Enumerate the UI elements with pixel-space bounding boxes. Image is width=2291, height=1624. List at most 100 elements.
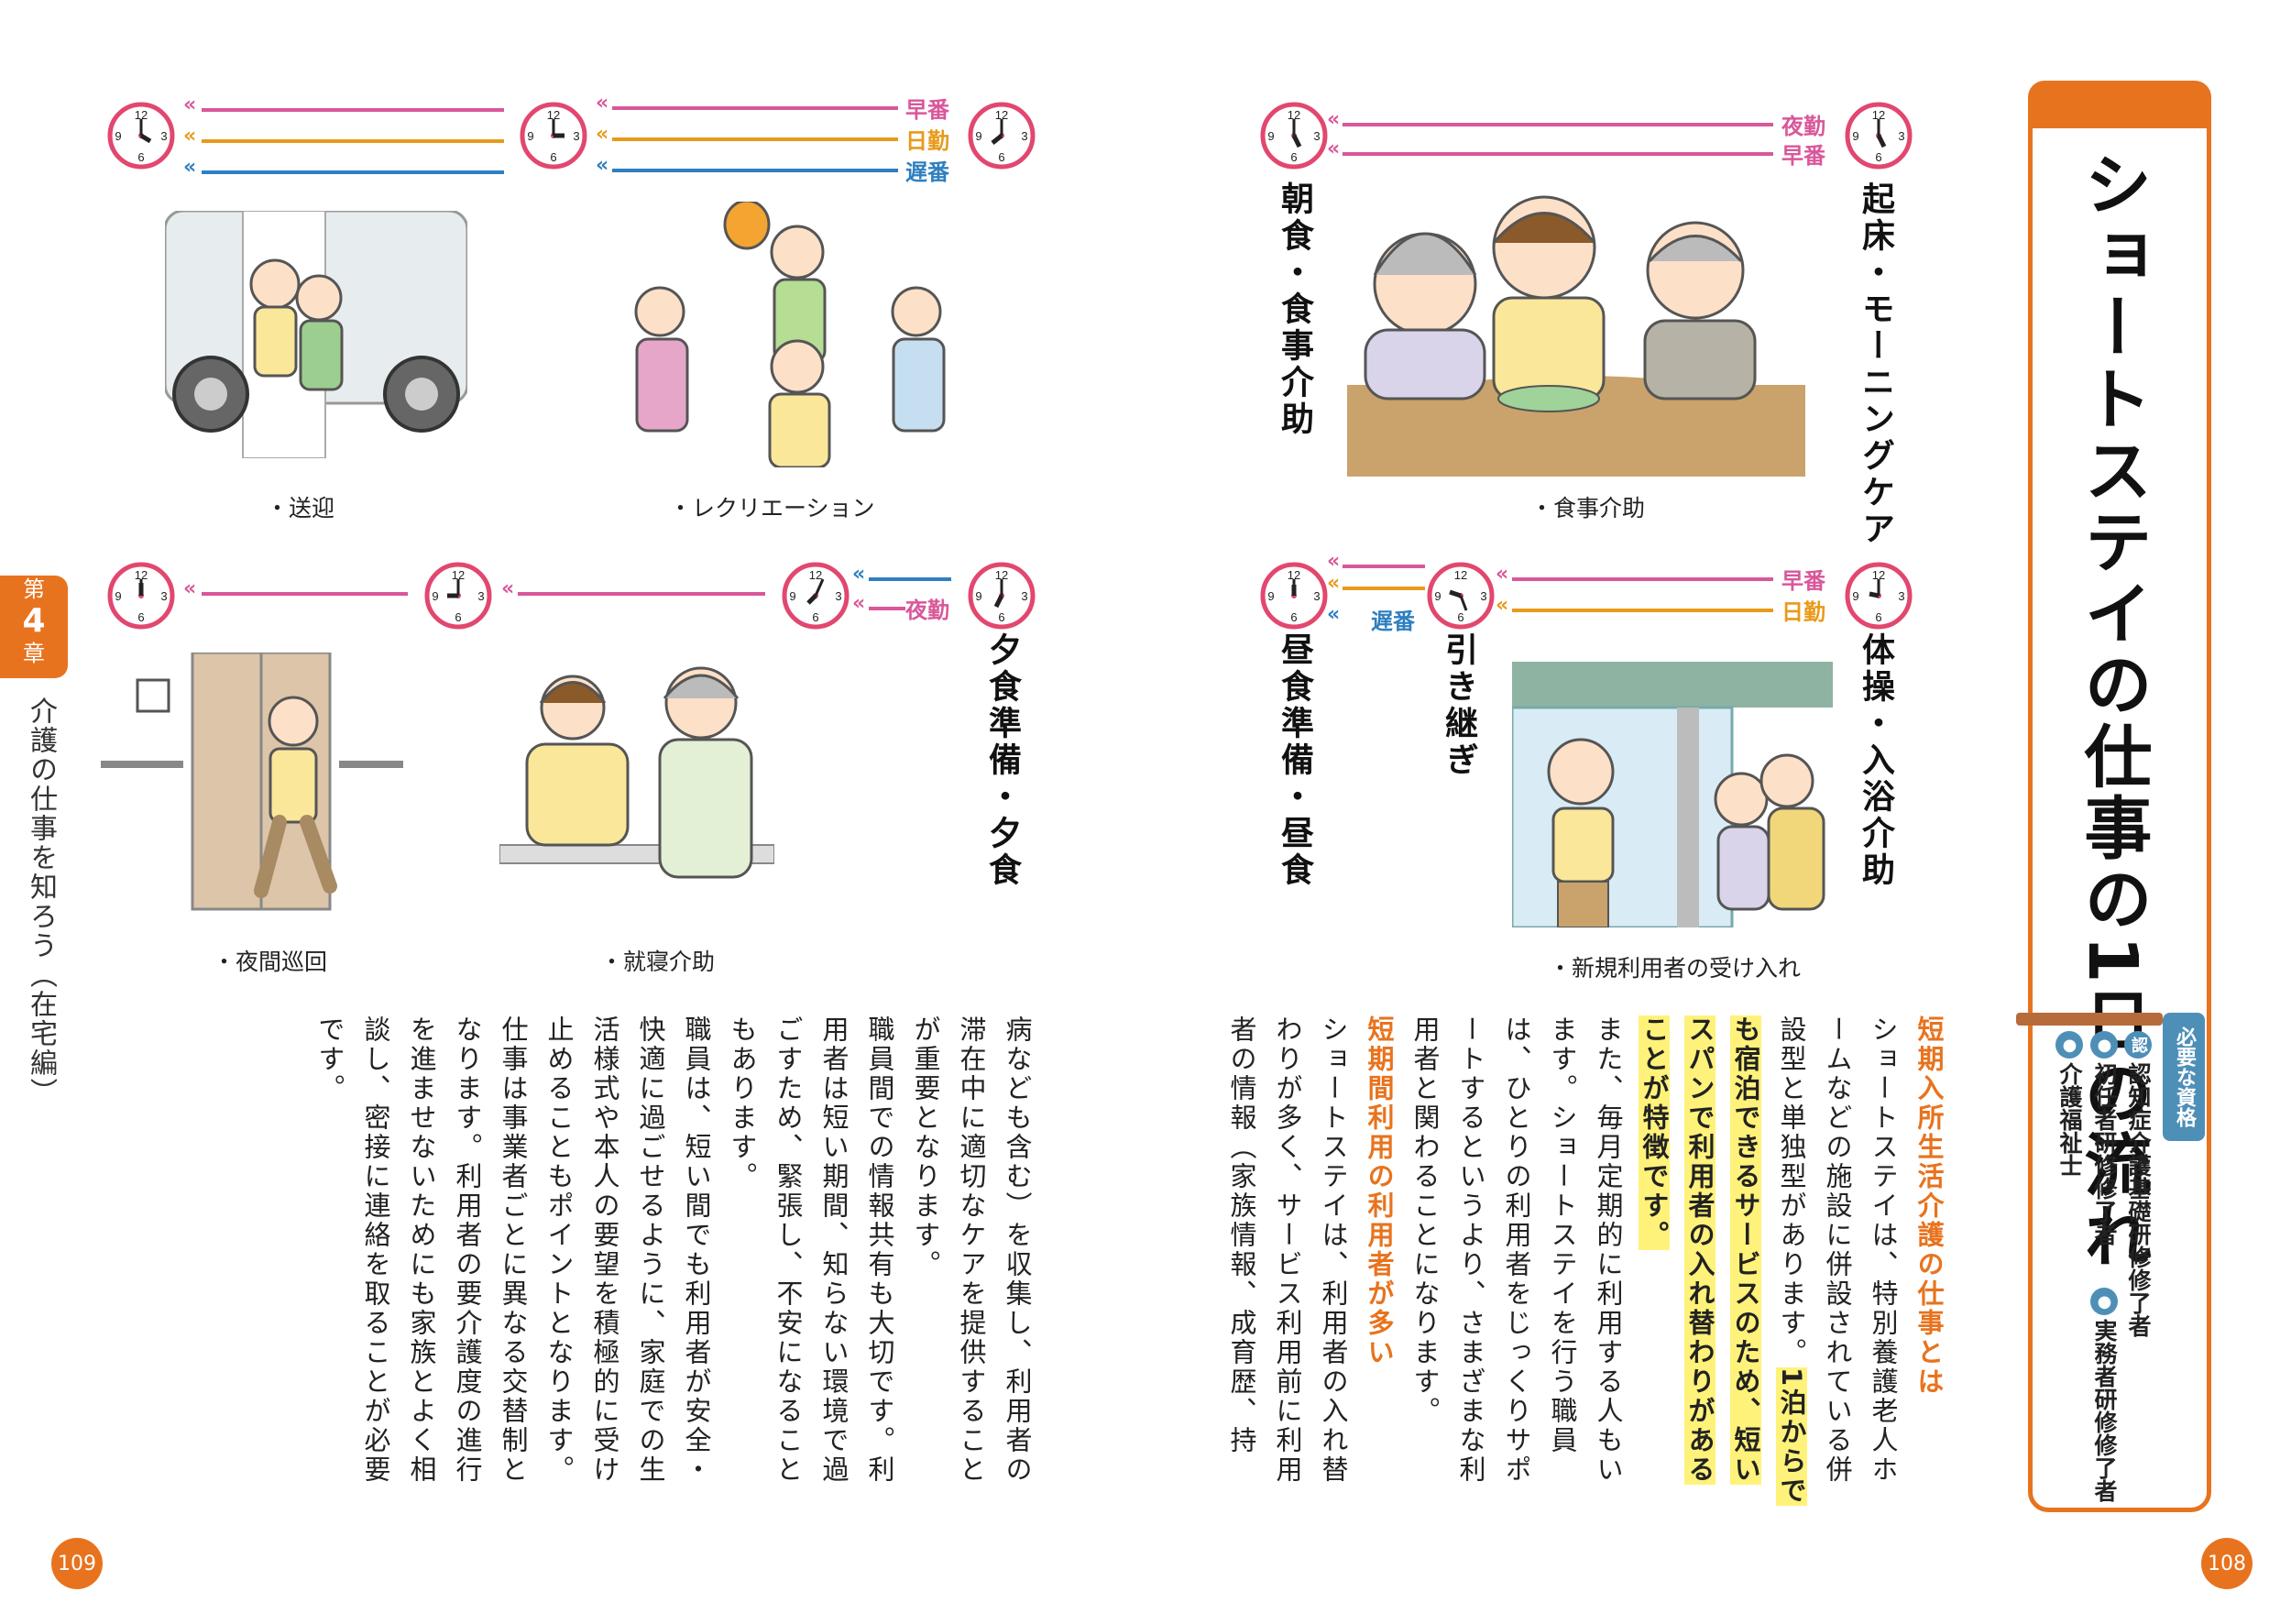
shift-line-night xyxy=(1343,123,1773,126)
caption-newuser: ・新規利用者の受け入れ xyxy=(1549,955,1802,982)
clock-icon xyxy=(1844,101,1913,170)
clock-icon xyxy=(106,101,176,170)
activity-handover: 引き継ぎ xyxy=(1440,632,1477,779)
shift-line-early xyxy=(202,108,504,112)
qualification-label-text: 必要な資格 xyxy=(2173,1026,2196,1127)
shift-label-day: 日勤 xyxy=(1781,599,1825,625)
person-icon: ● xyxy=(2090,1031,2118,1059)
chevron-left-icon: « xyxy=(1327,108,1341,131)
clock-icon xyxy=(781,561,850,631)
shift-line-night xyxy=(869,607,905,610)
chapter-suffix: 章 xyxy=(23,641,45,666)
body-paragraph: また、毎月定期的に利用する人もいます。ショートステイを行う職員は、ひとりの利用者… xyxy=(1409,1015,1624,1485)
pickup-illustration xyxy=(165,211,467,458)
body-paragraph: ショートステイは、特別養護老人ホームなどの施設に併設されている併設型と単独型があ… xyxy=(1776,1015,1899,1485)
qualification-box: 必要な資格 認認知症介護基礎研修修了者 ●初任者研修修了者 ●実務者研修修了者 … xyxy=(2016,1013,2213,1508)
chapter-prefix: 第 xyxy=(23,576,45,602)
qualification-text: 介護福祉士 xyxy=(2056,1062,2083,1177)
person-icon: ● xyxy=(2055,1031,2083,1059)
title-tab xyxy=(2028,81,2211,128)
page-title: ショートステイの仕事の1日の流れ xyxy=(2072,149,2152,1273)
chevron-left-icon: « xyxy=(852,563,866,586)
cert-badge: 認 xyxy=(2124,1031,2152,1059)
shift-line-early xyxy=(1512,577,1773,581)
caption-patrol: ・夜間巡回 xyxy=(213,949,328,975)
page-number-left: 109 xyxy=(51,1538,103,1589)
body-paragraph: 職員間での情報共有も大切です。利用者は短い期間、知らない環境で過ごすため、緊張し… xyxy=(727,1015,895,1485)
title-box: ショートステイの仕事の1日の流れ xyxy=(2028,81,2211,1512)
chevron-left-icon: « xyxy=(1327,137,1341,160)
bedtime-illustration xyxy=(499,666,774,879)
chapter-side-title: 介護の仕事を知ろう（在宅編） xyxy=(25,697,57,1107)
shift-label-late: 遅番 xyxy=(905,159,949,185)
newuser-illustration xyxy=(1512,662,1833,927)
meal-illustration xyxy=(1347,195,1805,477)
clock-icon xyxy=(106,561,176,631)
qualification-item: ●実務者研修修了者 xyxy=(2088,1288,2121,1502)
activity-lunch: 昼食準備・昼食 xyxy=(1276,632,1313,889)
clock-icon xyxy=(1259,561,1329,631)
recreation-illustration xyxy=(634,202,946,467)
clock-icon xyxy=(1259,101,1329,170)
qualification-text: 実務者研修修了者 xyxy=(2091,1319,2118,1502)
chevron-left-icon: « xyxy=(1327,603,1341,626)
shift-line-night xyxy=(202,592,408,596)
heading-short-term: 短期間利用の利用者が多い xyxy=(1364,1015,1395,1367)
caption-pickup: ・送迎 xyxy=(266,495,335,521)
body-paragraph: ショートステイは、利用者の入れ替わりが多く、サービス利用前に利用者の情報（家族情… xyxy=(1226,1015,1349,1485)
chevron-left-icon: « xyxy=(183,93,197,116)
right-body-text: 短期入所生活介護の仕事とは ショートステイは、特別養護老人ホームなどの施設に併設… xyxy=(1219,1015,1952,1510)
activity-exercise: 体操・入浴介助 xyxy=(1857,632,1894,889)
chevron-left-icon: « xyxy=(183,125,197,148)
shift-label-early: 早番 xyxy=(1781,568,1825,594)
shift-label-day: 日勤 xyxy=(905,128,949,154)
body-paragraph: 病なども含む）を収集し、利用者の滞在中に適切なケアを提供することが重要となります… xyxy=(910,1015,1033,1485)
caption-meal: ・食事介助 xyxy=(1530,495,1646,521)
chapter-tab: 第 4 章 xyxy=(0,576,68,678)
clock-icon xyxy=(1426,561,1496,631)
chapter-number: 4 xyxy=(22,602,46,640)
activity-dinner: 夕食準備・夕食 xyxy=(983,632,1021,889)
shift-line-late xyxy=(612,169,898,172)
clock-icon xyxy=(967,101,1036,170)
chevron-left-icon: « xyxy=(852,592,866,615)
shift-line-late xyxy=(202,170,504,174)
chevron-left-icon: « xyxy=(501,577,515,600)
activity-wakeup: 起床・モーニングケア xyxy=(1857,181,1894,548)
shift-line-day xyxy=(202,139,504,143)
shift-line-day xyxy=(1343,587,1425,590)
qualification-item: ●初任者研修修了者 xyxy=(2088,1031,2121,1245)
shift-line-late xyxy=(869,577,951,581)
chevron-left-icon: « xyxy=(596,123,609,146)
shift-label-late: 遅番 xyxy=(1371,609,1415,634)
qualification-item: ● 介護福祉士 xyxy=(2053,1031,2086,1177)
patrol-illustration xyxy=(101,653,403,911)
shift-label-night: 夜勤 xyxy=(1781,114,1825,139)
chevron-left-icon: « xyxy=(596,154,609,177)
qualification-bar xyxy=(2016,1013,2163,1026)
body-paragraph: 仕事は事業者ごとに異なる交替制となります。利用者の要介護度の進行を進ませないため… xyxy=(314,1015,529,1485)
shift-line-night xyxy=(518,592,765,596)
shift-line-early xyxy=(1343,152,1773,156)
clock-icon xyxy=(423,561,493,631)
caption-recreation: ・レクリエーション xyxy=(669,495,875,521)
clock-icon xyxy=(1844,561,1913,631)
clock-icon xyxy=(519,101,588,170)
shift-line-day xyxy=(612,137,898,141)
shift-line-early xyxy=(612,106,898,110)
shift-label-early: 早番 xyxy=(1781,143,1825,169)
chevron-left-icon: « xyxy=(183,156,197,179)
shift-line-early xyxy=(1343,565,1425,568)
qualification-text: 認知症介護基礎研修修了者 xyxy=(2125,1062,2152,1337)
chevron-left-icon: « xyxy=(1327,550,1341,573)
chevron-left-icon: « xyxy=(1496,563,1509,586)
caption-bedtime: ・就寝介助 xyxy=(600,949,716,975)
heading-short-stay: 短期入所生活介護の仕事とは xyxy=(1913,1015,1945,1397)
page-number-right: 108 xyxy=(2201,1538,2253,1589)
chevron-left-icon: « xyxy=(1496,594,1509,617)
qualification-item: 認認知症介護基礎研修修了者 xyxy=(2121,1031,2154,1337)
activity-breakfast: 朝食・食事介助 xyxy=(1276,181,1313,438)
body-paragraph: 職員は、短い間でも利用者が安全・快適に過ごせるように、家庭での生活様式や本人の要… xyxy=(543,1015,712,1485)
shift-line-day xyxy=(1512,609,1773,612)
chevron-left-icon: « xyxy=(1327,572,1341,595)
